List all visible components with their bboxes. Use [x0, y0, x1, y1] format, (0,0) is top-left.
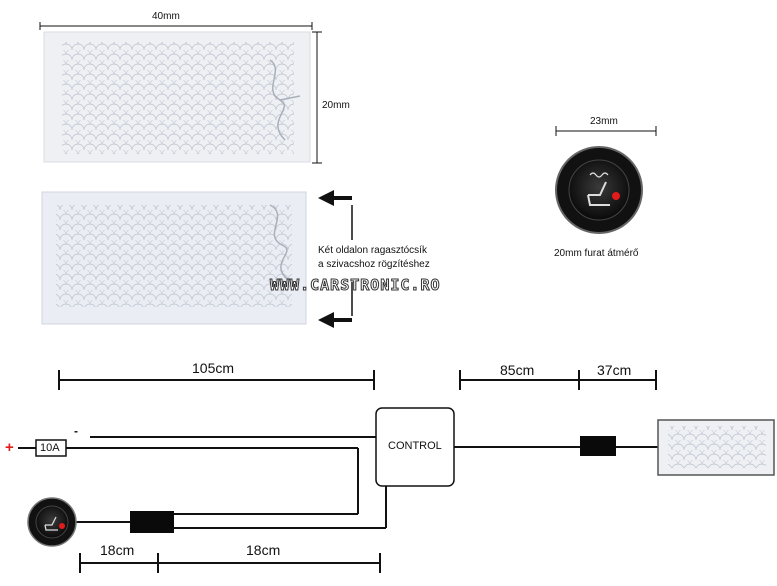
hole-diameter-label: 20mm furat átmérő — [554, 248, 639, 259]
pad-height-dimension — [312, 31, 322, 164]
wiring-dimensions — [58, 370, 657, 573]
pad-width-dimension — [39, 22, 313, 30]
connector-switch — [130, 511, 174, 533]
control-label: CONTROL — [388, 440, 442, 452]
adhesive-arrows — [318, 190, 353, 328]
pad-height-label: 20mm — [322, 100, 350, 111]
watermark: WWW.CARSTRONIC.RO — [270, 276, 441, 295]
switch-cable-b-label: 18cm — [246, 542, 281, 558]
wires — [18, 436, 658, 529]
heating-pad-top — [43, 31, 311, 163]
heating-pad-bottom — [41, 191, 307, 325]
adhesive-note-line1: Két oldalon ragasztócsík — [318, 245, 427, 256]
pad-width-label: 40mm — [152, 11, 180, 22]
cable-out-b-label: 37cm — [597, 362, 632, 378]
connector-pad — [580, 436, 616, 456]
seat-heat-switch-small — [27, 497, 77, 547]
heating-pad-small — [657, 419, 775, 476]
plus-terminal: + — [5, 439, 14, 456]
cable-main-label: 105cm — [192, 360, 235, 376]
switch-cable-a-label: 18cm — [100, 542, 135, 558]
seat-heat-switch-large — [555, 126, 657, 234]
fuse — [35, 439, 67, 457]
fuse-label: 10A — [40, 442, 60, 454]
switch-width-label: 23mm — [590, 116, 618, 127]
minus-terminal: - — [74, 424, 78, 438]
control-box — [375, 407, 455, 487]
cable-out-a-label: 85cm — [500, 362, 535, 378]
adhesive-note-line2: a szivacshoz rögzítéshez — [318, 259, 430, 270]
